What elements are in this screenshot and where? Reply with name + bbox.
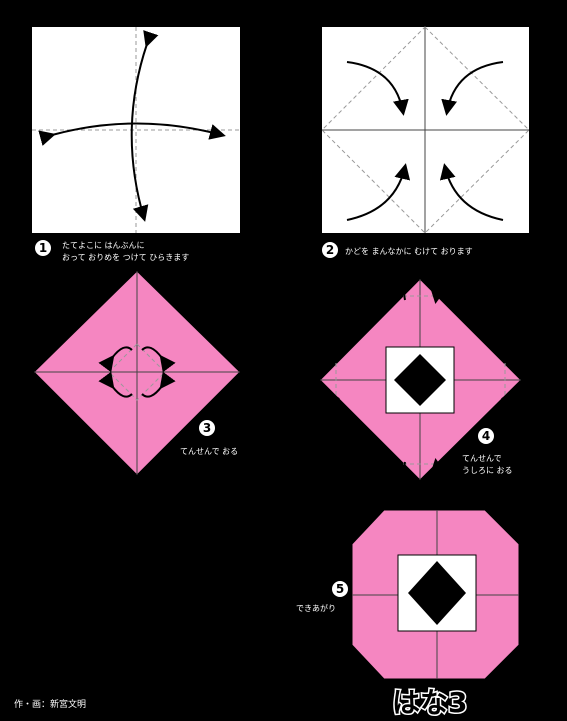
fold-arrow-inner-bl (98, 371, 133, 398)
vertical-fold-arrow (130, 30, 159, 222)
step-5-number-circle (332, 581, 348, 597)
step-3-label: 3 てんせんで おる (180, 420, 238, 456)
step-4-figure (304, 270, 536, 492)
step-3-number-circle (199, 420, 215, 436)
step-4-number-circle (478, 428, 494, 444)
step-4-caption-line-1: てんせんで (462, 454, 502, 463)
step-4-label: 4 てんせんで うしろに おる (462, 428, 513, 475)
fold-arrow-bottom-left (346, 163, 411, 221)
step-2-figure (321, 26, 530, 234)
step-1-number: 1 (39, 241, 47, 255)
step-1-caption-line-2: おって おりめを つけて ひらきます (62, 253, 189, 262)
fold-arrow-inner-tr (141, 346, 176, 373)
step-5-label: 5 できあがり (296, 581, 348, 613)
step-5-figure (351, 509, 520, 680)
step-3-number: 3 (203, 421, 211, 435)
fold-arrow-top-left (346, 61, 409, 116)
credit-text: 作・画：新宮文明 (14, 698, 86, 710)
fold-arrow-inner-tl (98, 346, 133, 373)
step-4-number: 4 (482, 429, 490, 443)
back-fold-arrow-left (304, 361, 340, 405)
step-5-number: 5 (336, 582, 344, 596)
step-2-number: 2 (326, 243, 334, 257)
step-1-label: 1 たてよこに はんぶんに おって おりめを つけて ひらきます (35, 240, 189, 262)
step-4-caption-line-2: うしろに おる (462, 466, 513, 475)
fold-arrow-bottom-right (439, 163, 504, 221)
step-5-caption-line-1: できあがり (296, 603, 336, 613)
fold-arrow-inner-br (141, 371, 176, 398)
step-3-caption-line-1: てんせんで おる (180, 447, 238, 456)
step-2-label: 2 かどを まんなかに むけて おります (322, 242, 473, 258)
back-fold-arrow-top (403, 270, 446, 304)
step-1-figure (32, 27, 240, 233)
step-2-number-circle (322, 242, 338, 258)
step-1-caption-line-1: たてよこに はんぶんに (62, 241, 145, 250)
back-fold-arrow-bottom (403, 458, 446, 492)
step-3-figure (33, 270, 241, 476)
diagram-title: はな3 (392, 686, 467, 719)
step-2-caption-line-1: かどを まんなかに むけて おります (345, 247, 473, 256)
step-1-number-circle (35, 240, 51, 256)
black-center-diamond (394, 354, 446, 406)
back-fold-arrow-right (501, 361, 536, 405)
fold-arrow-top-right (441, 61, 504, 116)
black-center-diamond (408, 561, 466, 625)
